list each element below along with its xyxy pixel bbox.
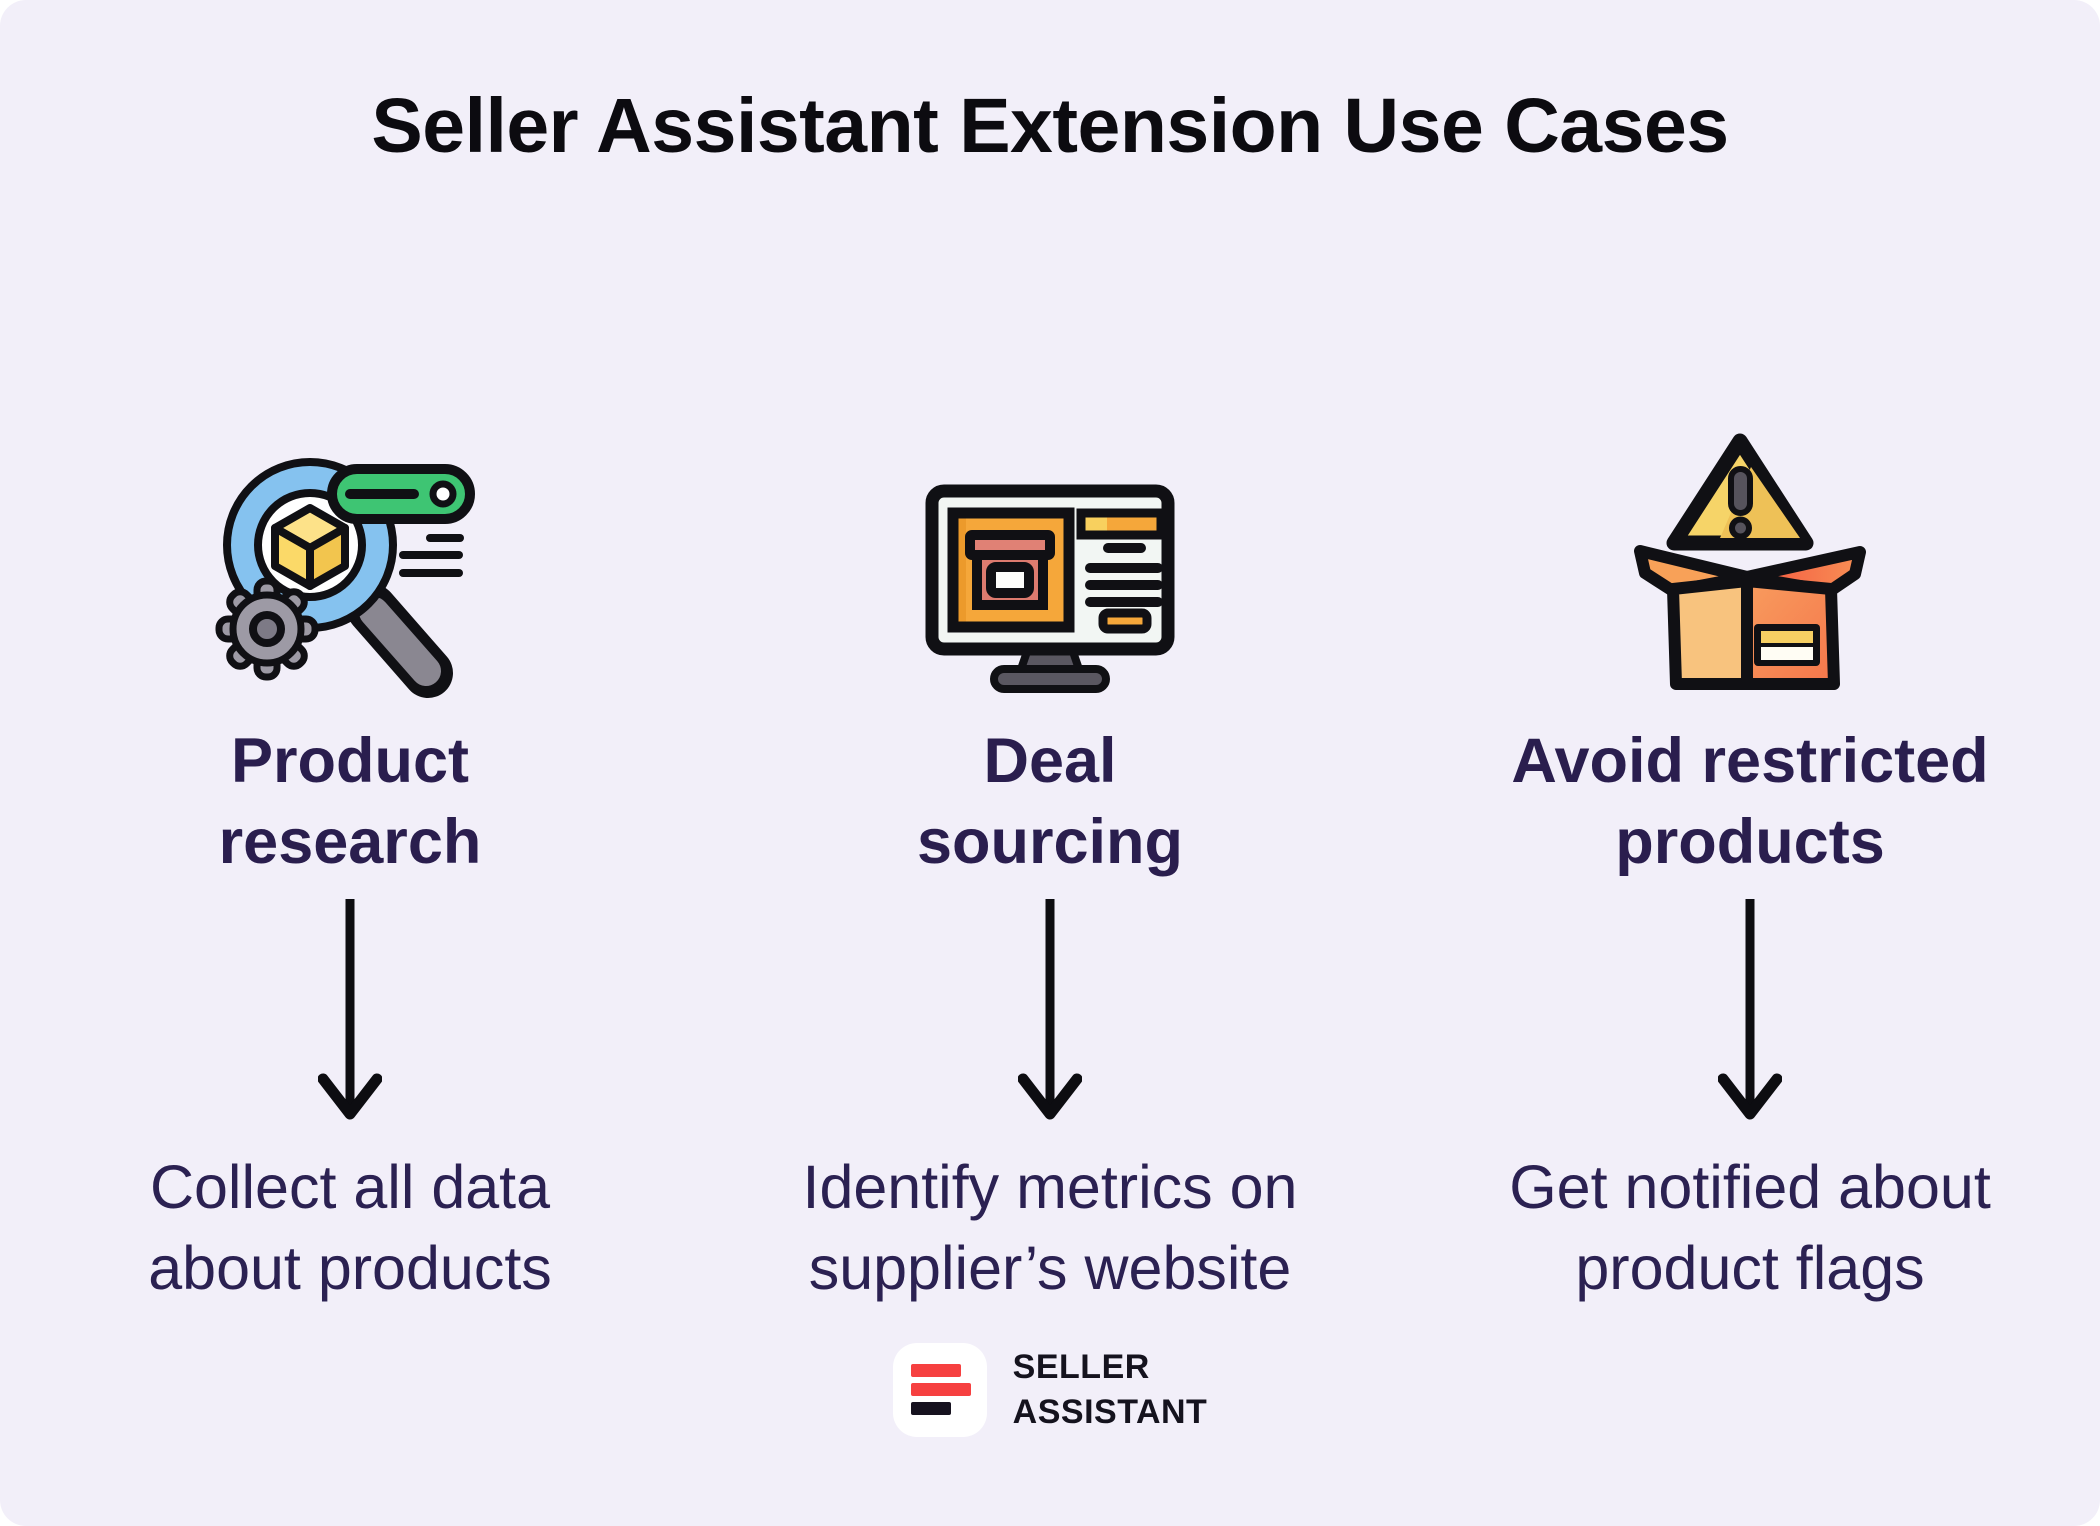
deal-sourcing-icon-area [918, 413, 1182, 705]
use-case-title-line: research [218, 806, 482, 877]
use-case-title-line: products [1615, 806, 1885, 877]
use-case-deal-sourcing: Deal sourcing Identify metrics on suppli… [700, 413, 1400, 1309]
brand-name: SELLER ASSISTANT [1013, 1345, 1208, 1435]
warning-icon [1666, 433, 1814, 551]
use-case-avoid-restricted-products: Avoid restricted products Get notified a… [1400, 413, 2100, 1309]
use-case-description-line: Get notified about [1509, 1152, 1991, 1221]
brand-name-line: SELLER [1012, 1347, 1150, 1386]
use-case-title-line: Product [230, 725, 469, 796]
use-case-columns: Product research Collect all data about … [0, 413, 2100, 1309]
use-case-description-line: supplier’s website [808, 1233, 1292, 1302]
use-case-title: Product research [219, 721, 482, 883]
deal-sourcing-monitor-icon [925, 484, 1175, 693]
down-arrow-icon [1018, 898, 1082, 1120]
use-case-description-line: Collect all data [149, 1152, 551, 1221]
product-research-icon-area [210, 413, 490, 705]
use-case-product-research: Product research Collect all data about … [0, 413, 700, 1309]
restricted-products-box-icon [1634, 433, 1866, 690]
use-case-title: Avoid restricted products [1511, 721, 1988, 883]
down-arrow-icon [318, 898, 382, 1120]
product-research-magnifier-icon [215, 457, 475, 698]
use-case-description-line: product flags [1575, 1233, 1925, 1302]
use-case-title-line: Deal [983, 725, 1117, 796]
down-arrow-icon [1718, 898, 1782, 1120]
logo-bar-red-short [910, 1363, 961, 1377]
use-case-description: Collect all data about products [148, 1147, 552, 1309]
use-case-title: Deal sourcing [917, 721, 1183, 883]
logo-bar-red-long [910, 1382, 971, 1396]
use-case-title-line: sourcing [916, 806, 1184, 877]
page-title: Seller Assistant Extension Use Cases [371, 83, 1729, 169]
use-case-description: Get notified about product flags [1509, 1147, 1991, 1309]
use-case-description-line: about products [148, 1233, 552, 1302]
gear-icon [215, 577, 319, 681]
restricted-products-icon-area [1620, 413, 1880, 705]
logo-bar-black [910, 1401, 951, 1415]
use-case-description-line: Identify metrics on [802, 1152, 1298, 1221]
seller-assistant-logo-icon [892, 1342, 987, 1437]
use-case-title-line: Avoid restricted [1511, 725, 1989, 796]
use-case-description: Identify metrics on supplier’s website [803, 1147, 1298, 1309]
brand-footer: SELLER ASSISTANT [0, 1342, 2100, 1437]
brand-name-line: ASSISTANT [1012, 1392, 1208, 1431]
